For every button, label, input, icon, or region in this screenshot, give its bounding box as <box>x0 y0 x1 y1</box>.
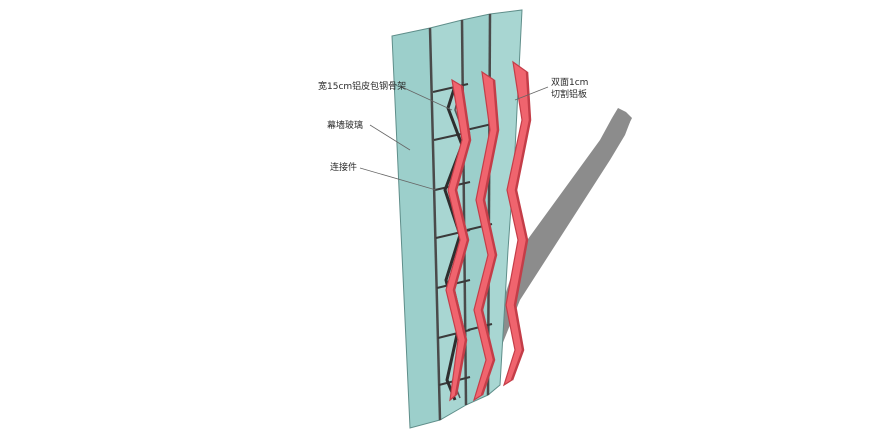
label-fin-line-2: 切割铝板 <box>551 90 588 100</box>
aluminium-fins <box>445 60 532 402</box>
label-curtain-glass: 幕墙玻璃 <box>327 121 364 131</box>
shadow-notch <box>612 108 632 126</box>
cast-shadow <box>480 118 630 375</box>
label-steel-frame: 宽15cm铝皮包钢骨架 <box>318 82 407 92</box>
label-connector: 连接件 <box>330 163 358 173</box>
leader-lines <box>359 86 549 191</box>
label-fin-line-1: 双面1cm <box>551 78 589 88</box>
